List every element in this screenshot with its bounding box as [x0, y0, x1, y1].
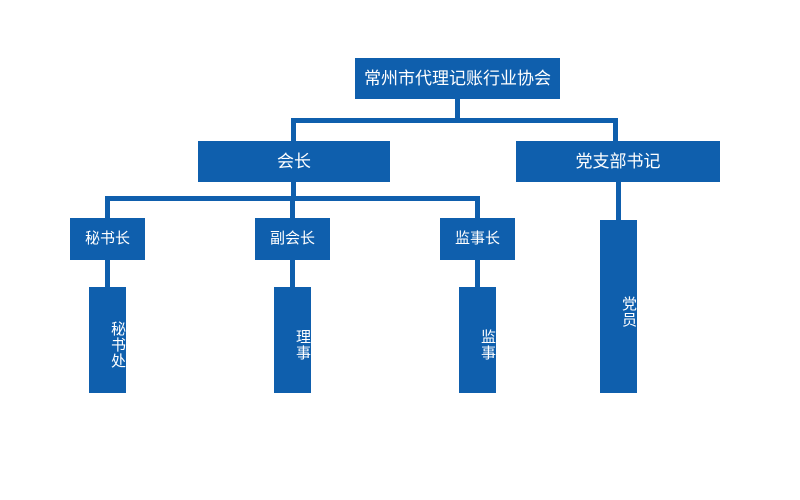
connector-president-up [291, 118, 296, 143]
connector-party-secretary-down [616, 182, 621, 220]
connector-chief-supervisor-up [475, 196, 480, 218]
connector-level2-bus [291, 118, 618, 123]
connector-president-down [291, 182, 296, 199]
node-root[interactable]: 常州市代理记账行业协会 [355, 58, 560, 99]
node-party-member[interactable]: 党员 [600, 220, 637, 393]
node-vice-president[interactable]: 副会长 [255, 218, 330, 260]
node-supervisor[interactable]: 监事 [459, 287, 496, 393]
node-secretariat[interactable]: 秘书处 [89, 287, 126, 393]
connector-secretary-general-up [105, 196, 110, 218]
node-secretary-general[interactable]: 秘书长 [70, 218, 145, 260]
connector-vice-president-up [290, 196, 295, 218]
connector-party-secretary-up [613, 118, 618, 143]
node-director[interactable]: 理事 [274, 287, 311, 393]
connector-secretariat-up [105, 260, 110, 287]
connector-director-up [290, 260, 295, 287]
connector-supervisor-up [475, 260, 480, 287]
node-party-secretary[interactable]: 党支部书记 [516, 141, 720, 182]
node-president[interactable]: 会长 [198, 141, 390, 182]
connector-root-down [455, 98, 460, 120]
node-chief-supervisor[interactable]: 监事长 [440, 218, 515, 260]
